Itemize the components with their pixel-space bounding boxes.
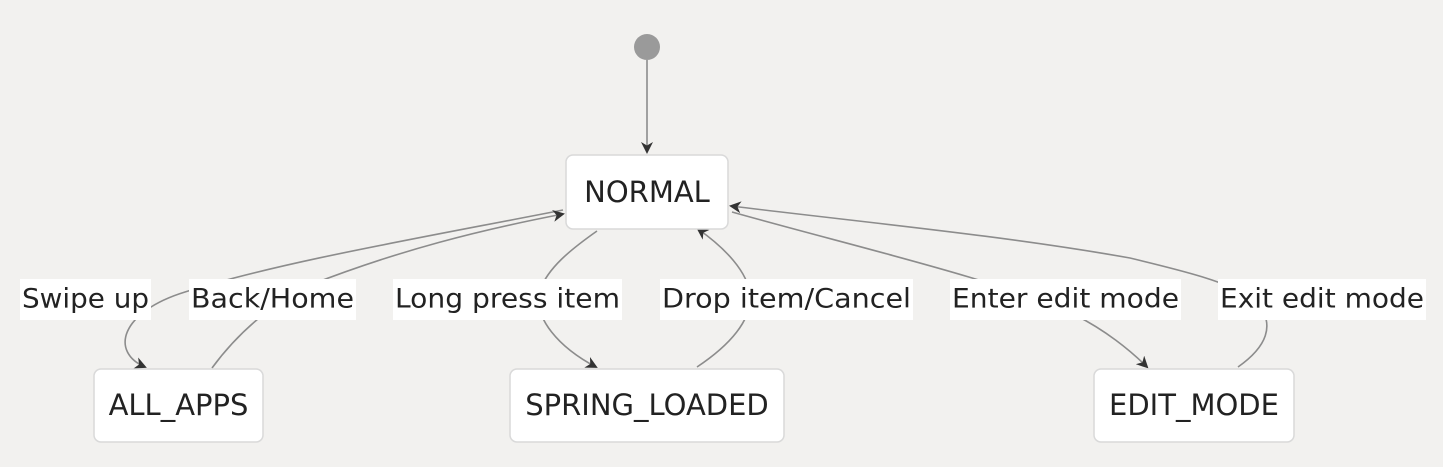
state-all-apps-label: ALL_APPS (109, 388, 249, 422)
state-edit-mode-label: EDIT_MODE (1109, 388, 1279, 422)
initial-state-dot (634, 34, 660, 60)
label-drop-item-cancel: Drop item/Cancel (660, 279, 913, 320)
label-enter-edit-mode-text: Enter edit mode (952, 284, 1179, 315)
state-normal-label: NORMAL (584, 175, 710, 209)
label-enter-edit-mode: Enter edit mode (950, 279, 1181, 320)
label-exit-edit-mode: Exit edit mode (1218, 279, 1426, 320)
edge-back-home (211, 210, 565, 369)
state-spring-loaded-label: SPRING_LOADED (525, 388, 769, 422)
label-swipe-up: Swipe up (20, 279, 151, 320)
label-drop-item-cancel-text: Drop item/Cancel (662, 284, 911, 315)
state-spring-loaded: SPRING_LOADED (509, 368, 785, 443)
label-swipe-up-text: Swipe up (22, 284, 149, 315)
label-long-press-item: Long press item (393, 279, 622, 320)
label-back-home-text: Back/Home (191, 284, 354, 315)
state-edit-mode: EDIT_MODE (1093, 368, 1295, 443)
state-all-apps: ALL_APPS (93, 368, 264, 443)
state-normal: NORMAL (565, 154, 729, 230)
edge-exit-edit-mode (729, 201, 1268, 368)
label-exit-edit-mode-text: Exit edit mode (1220, 284, 1424, 315)
label-long-press-item-text: Long press item (395, 284, 620, 315)
label-back-home: Back/Home (189, 279, 356, 320)
